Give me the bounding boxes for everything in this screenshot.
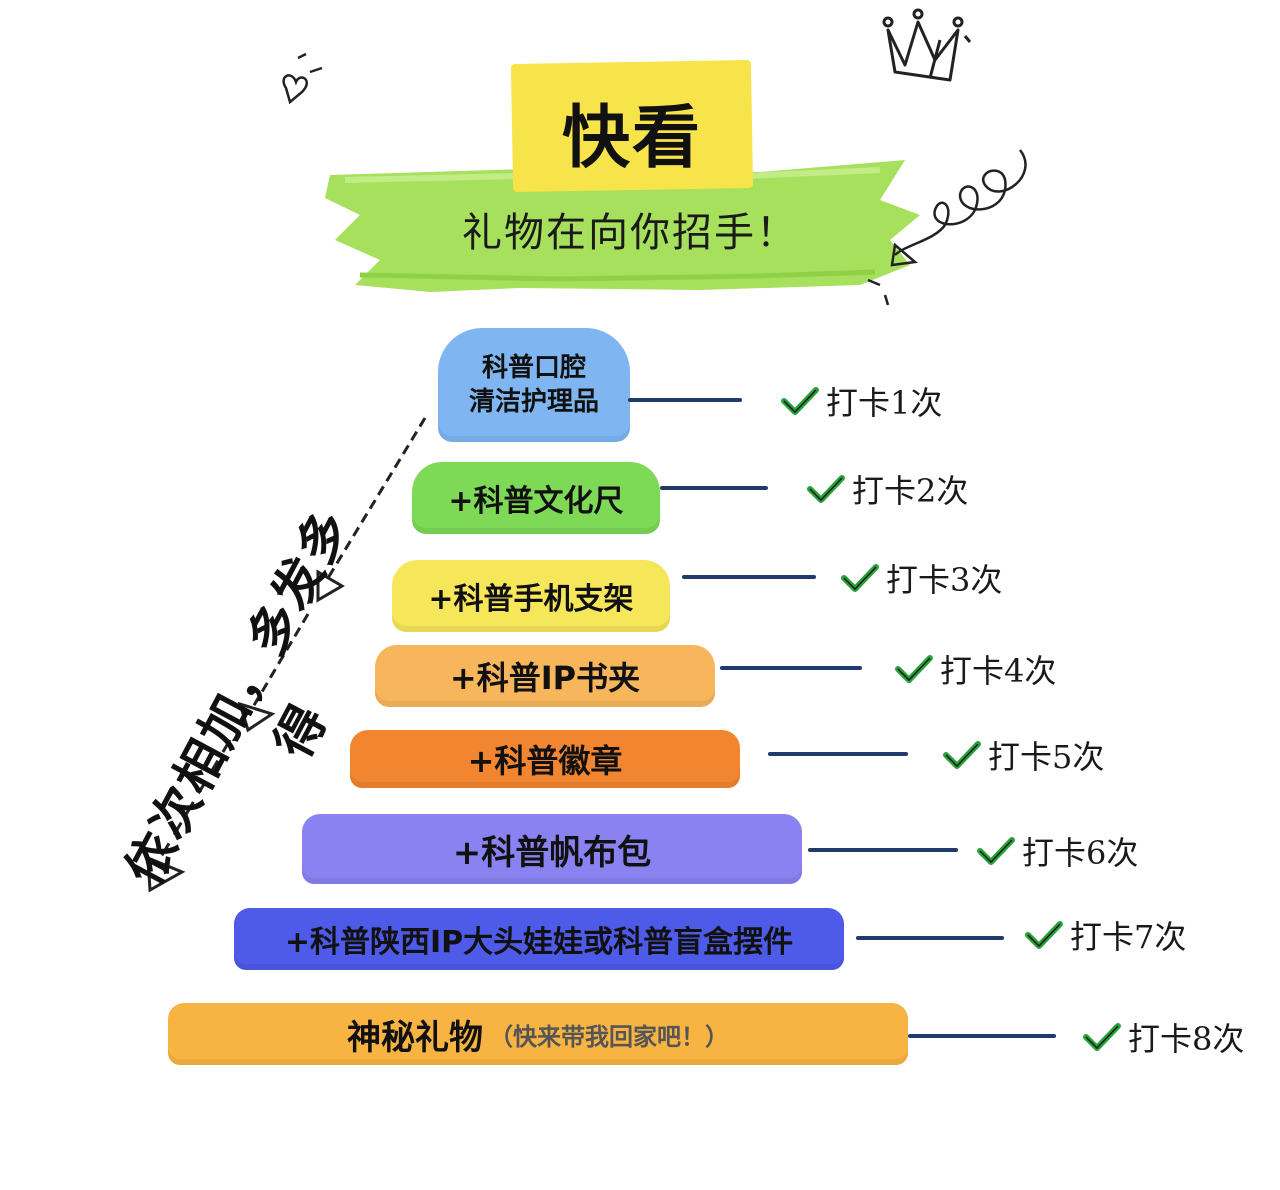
tier-3: +科普手机支架 bbox=[392, 560, 670, 632]
tier-7: +科普陕西IP大头娃娃或科普盲盒摆件 bbox=[234, 908, 844, 970]
crown-icon bbox=[882, 8, 972, 82]
check-icon bbox=[1025, 921, 1063, 949]
connector-line bbox=[682, 575, 816, 579]
checkin-4: 打卡4次 bbox=[894, 646, 1056, 692]
page-subtitle: 礼物在向你招手！ bbox=[462, 210, 798, 256]
tier-label: +科普帆布包 bbox=[452, 832, 652, 873]
tier-label: +科普IP书夹 bbox=[449, 659, 641, 697]
tier-label-note: （快来带我回家吧！） bbox=[489, 1022, 729, 1051]
check-icon bbox=[841, 564, 879, 592]
checkin-label: 打卡1次 bbox=[826, 384, 943, 422]
checkin-2: 打卡2次 bbox=[806, 466, 968, 512]
checkin-label: 打卡5次 bbox=[988, 738, 1105, 776]
checkin-7: 打卡7次 bbox=[1024, 912, 1186, 958]
heart-doodle-icon bbox=[282, 52, 323, 105]
checkin-label: 打卡6次 bbox=[1022, 834, 1139, 872]
connector-line bbox=[768, 752, 908, 756]
connector-line bbox=[856, 936, 1004, 940]
tier-label: +科普手机支架 bbox=[428, 582, 634, 617]
check-icon bbox=[895, 655, 933, 683]
connector-line bbox=[808, 848, 958, 852]
connector-line bbox=[908, 1034, 1056, 1038]
checkin-1: 打卡1次 bbox=[780, 378, 942, 424]
swirl-doodle-icon bbox=[867, 149, 1027, 306]
tier-1: 科普口腔 清洁护理品 bbox=[438, 328, 630, 442]
check-icon bbox=[807, 475, 845, 503]
checkin-label: 打卡3次 bbox=[886, 561, 1003, 599]
checkin-label: 打卡2次 bbox=[852, 472, 969, 510]
check-icon bbox=[781, 387, 819, 415]
checkin-label: 打卡7次 bbox=[1070, 918, 1187, 956]
checkin-label: 打卡4次 bbox=[940, 652, 1057, 690]
checkin-8: 打卡8次 bbox=[1082, 1014, 1244, 1060]
connector-line bbox=[628, 398, 742, 402]
tier-label: +科普陕西IP大头娃娃或科普盲盒摆件 bbox=[284, 925, 794, 960]
connector-line bbox=[660, 486, 768, 490]
tier-5: +科普徽章 bbox=[350, 730, 740, 788]
dashed-arrow-icon bbox=[146, 417, 427, 893]
tier-label: +科普文化尺 bbox=[448, 484, 624, 519]
tier-label: 神秘礼物 bbox=[347, 1017, 483, 1058]
checkin-3: 打卡3次 bbox=[840, 555, 1002, 601]
tier-2: +科普文化尺 bbox=[412, 462, 660, 534]
tier-label: +科普徽章 bbox=[467, 742, 623, 780]
check-icon bbox=[943, 741, 981, 769]
tier-label: 科普口腔 清洁护理品 bbox=[468, 353, 599, 417]
page-title: 快看 bbox=[561, 99, 702, 178]
tier-8: 神秘礼物 （快来带我回家吧！） bbox=[168, 1003, 908, 1065]
checkin-6: 打卡6次 bbox=[976, 828, 1138, 874]
check-icon bbox=[1083, 1023, 1121, 1051]
check-icon bbox=[977, 837, 1015, 865]
checkin-label: 打卡8次 bbox=[1128, 1020, 1245, 1058]
tier-4: +科普IP书夹 bbox=[375, 645, 715, 707]
tier-6: +科普帆布包 bbox=[302, 814, 802, 884]
connector-line bbox=[720, 666, 862, 670]
checkin-5: 打卡5次 bbox=[942, 732, 1104, 778]
